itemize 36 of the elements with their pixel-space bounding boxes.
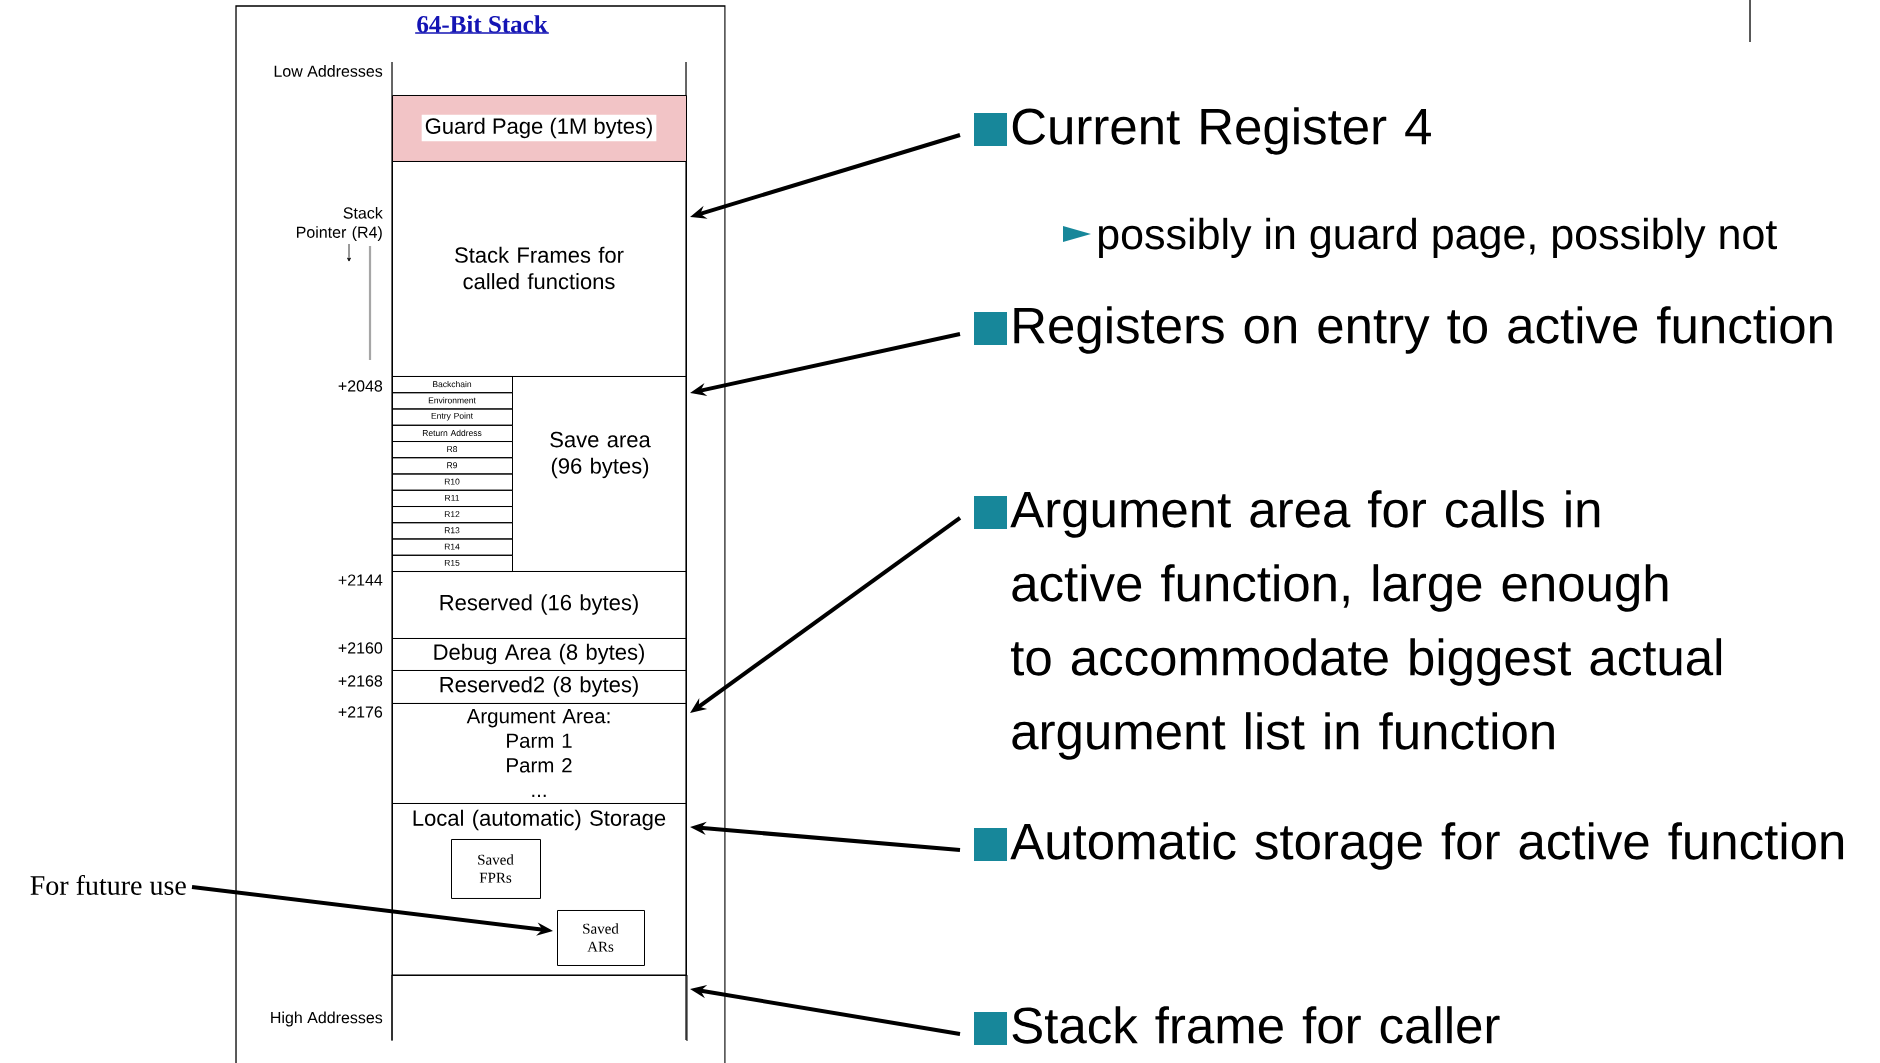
bullet-point: Stack frame for caller xyxy=(974,1006,1500,1045)
memory-band: Reserved (16 bytes) xyxy=(392,571,687,639)
register-slot: Backchain xyxy=(392,376,513,394)
register-slot: R9 xyxy=(392,457,513,475)
offset-label: +2048 xyxy=(338,380,383,392)
memory-band: Stack Frames for called functions xyxy=(392,161,687,377)
register-slot: Entry Point xyxy=(392,408,513,426)
offset-label: +2176 xyxy=(338,706,383,718)
offset-label: +2168 xyxy=(338,675,383,687)
register-slot: R15 xyxy=(392,554,513,573)
pointer-label: Stack Pointer (R4) xyxy=(297,206,383,242)
saved-register-box: Saved FPRs xyxy=(451,839,541,899)
bullet-point: Registers on entry to active function xyxy=(974,306,1832,354)
memory-band: Reserved2 (8 bytes) xyxy=(392,670,687,704)
sub-bullet: possibly in guard page, possibly not xyxy=(1063,217,1777,258)
register-slot: R8 xyxy=(392,441,513,459)
bullet-point: Automatic storage for active function xyxy=(974,822,1844,870)
guard-page-band: Guard Page (1M bytes) xyxy=(392,95,687,162)
register-slot: R14 xyxy=(392,538,513,556)
register-slot: R12 xyxy=(392,506,513,524)
register-slot: Return Address xyxy=(392,424,513,443)
callout-text: For future use xyxy=(30,875,186,895)
register-slot: R10 xyxy=(392,473,513,491)
memory-band: Debug Area (8 bytes) xyxy=(392,638,687,671)
offset-label: +2160 xyxy=(338,642,383,654)
memory-band xyxy=(391,974,688,1042)
offset-label: +2144 xyxy=(338,574,383,586)
saved-register-box: Saved ARs xyxy=(557,910,645,966)
register-slot: R11 xyxy=(392,489,513,508)
memory-band: Argument Area: Parm 1 Parm 2 ... xyxy=(392,703,687,804)
address-label: Low Addresses xyxy=(274,65,383,77)
bullet-point: Current Register 4 xyxy=(974,107,1431,155)
register-slot: R13 xyxy=(392,522,513,540)
register-slot: Environment xyxy=(392,392,513,410)
title: 64-Bit Stack xyxy=(414,15,550,34)
bullet-point: Argument area for calls in active function, large enough to accommodate biggest actual argument list in function xyxy=(974,490,1722,760)
